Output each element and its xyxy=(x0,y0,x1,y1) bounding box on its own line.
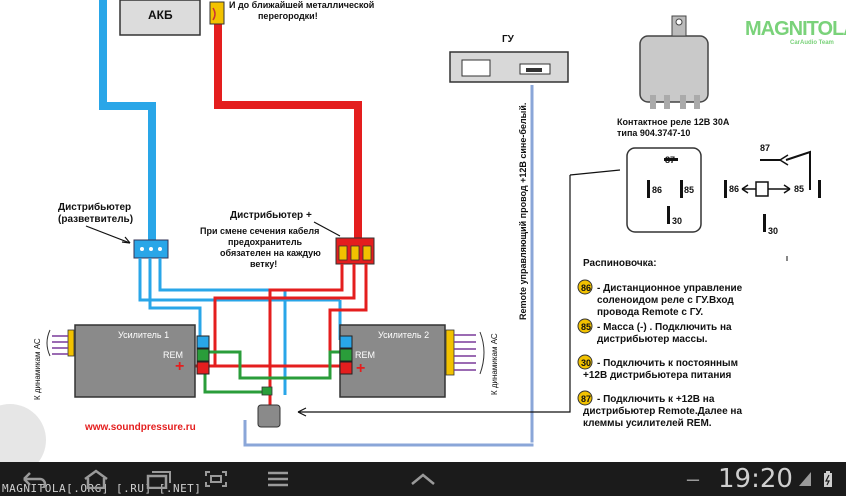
legend-pin-86: 86 xyxy=(581,283,592,293)
relay-caption-2: типа 904.3747-10 xyxy=(617,128,691,138)
amp2-plus: + xyxy=(356,360,366,377)
schem-pin-86: 86 xyxy=(729,184,740,194)
fuse-note-4: ветку! xyxy=(250,259,278,269)
minus-indicator: – xyxy=(686,466,700,491)
pinout-title: Распиновочка: xyxy=(583,258,657,269)
chevron-up-icon[interactable] xyxy=(405,462,441,496)
battery-icon xyxy=(820,462,836,496)
wiring-diagram: АКБ И до ближайшей металлической перегор… xyxy=(0,0,846,476)
brand-sub: CarAudio Team xyxy=(790,40,834,46)
power-wire xyxy=(214,20,362,240)
pinout-86-1: - Дистанционное управление xyxy=(597,283,743,294)
pinout-87-3: клеммы усилителей REM. xyxy=(583,418,712,429)
speakers-left: К динамикам АС xyxy=(33,338,42,400)
amplifier-2 xyxy=(339,324,446,398)
amp1-plus: + xyxy=(175,358,185,375)
small-relay xyxy=(257,404,281,428)
battery xyxy=(119,0,201,36)
system-navbar: MAGNITOLA[.ORG] [.RU] [.NET] – 19:20 xyxy=(0,462,846,496)
schem-pin-85: 85 xyxy=(794,184,805,194)
fuse-note-1: При смене сечения кабеля xyxy=(200,226,320,236)
note-top-2: перегородки! xyxy=(258,11,318,21)
distributor-left-2: (разветвитель) xyxy=(58,214,134,225)
distributor-left-1: Дистрибьютер xyxy=(58,202,132,213)
relay-pinout xyxy=(626,147,702,233)
signal-icon xyxy=(796,462,814,496)
speakers-right: К динамикам АС xyxy=(490,333,499,395)
amp2-label: Усилитель 2 xyxy=(378,330,430,340)
amplifier-1 xyxy=(74,324,196,398)
site-link[interactable]: www.soundpressure.ru xyxy=(85,422,196,433)
pinout-30-1: - Подключить к постоянным xyxy=(597,358,738,369)
relay-pin-87: 87 xyxy=(665,155,676,165)
menu-icon[interactable] xyxy=(258,462,298,496)
pinout-30-2: +12В дистрибьютера питания xyxy=(583,370,732,381)
amp1-rem: REM xyxy=(163,350,183,360)
legend-pin-30: 30 xyxy=(581,358,592,368)
brand-logo: MAGNITOLA xyxy=(745,18,846,40)
fuse-icon xyxy=(209,1,225,25)
schem-pin-30: 30 xyxy=(768,226,779,236)
distributor-plus-label: Дистрибьютер + xyxy=(230,210,312,221)
recent-apps-icon[interactable] xyxy=(138,462,178,496)
home-icon[interactable] xyxy=(76,462,116,496)
schem-pin-87: 87 xyxy=(760,143,771,153)
fuse-note-2: предохранитель xyxy=(228,237,303,247)
legend-pin-87: 87 xyxy=(581,394,592,404)
head-unit-label: ГУ xyxy=(502,34,514,45)
pinout-85-2: дистрибьютер массы. xyxy=(597,334,708,345)
pinout-86-2: соленоидом реле с ГУ.Вход xyxy=(597,295,734,306)
diagram-graphics xyxy=(0,0,821,476)
relay-image xyxy=(639,35,709,103)
amp2-rem: REM xyxy=(355,350,375,360)
relay-pin-86: 86 xyxy=(652,185,663,195)
remote-wire xyxy=(243,85,534,447)
relay-pin-85: 85 xyxy=(684,185,695,195)
note-top-1: И до ближайшей металлической xyxy=(229,0,375,10)
clock[interactable]: 19:20 xyxy=(718,464,793,494)
amp1-label: Усилитель 1 xyxy=(118,330,170,340)
legend-pin-85: 85 xyxy=(581,322,592,332)
pinout-85-1: - Масса (-) . Подключить на xyxy=(597,322,732,333)
pinout-86-3: провода Remote с ГУ. xyxy=(597,307,704,318)
pinout-87-1: - Подключить к +12В на xyxy=(597,394,715,405)
relay-caption-1: Контактное реле 12В 30А xyxy=(617,117,730,127)
screenshot-icon[interactable] xyxy=(196,462,236,496)
remote-wire-label: Remote управляющий провод +12В сине-белы… xyxy=(518,102,528,320)
pinout-87-2: дистрибьютер Remote.Далее на xyxy=(583,406,743,417)
battery-label: АКБ xyxy=(148,8,173,22)
ground-wire xyxy=(99,0,156,240)
relay-pin-30: 30 xyxy=(672,216,683,226)
fuse-note-3: обязателен на каждую xyxy=(220,248,321,258)
back-icon[interactable] xyxy=(14,462,54,496)
